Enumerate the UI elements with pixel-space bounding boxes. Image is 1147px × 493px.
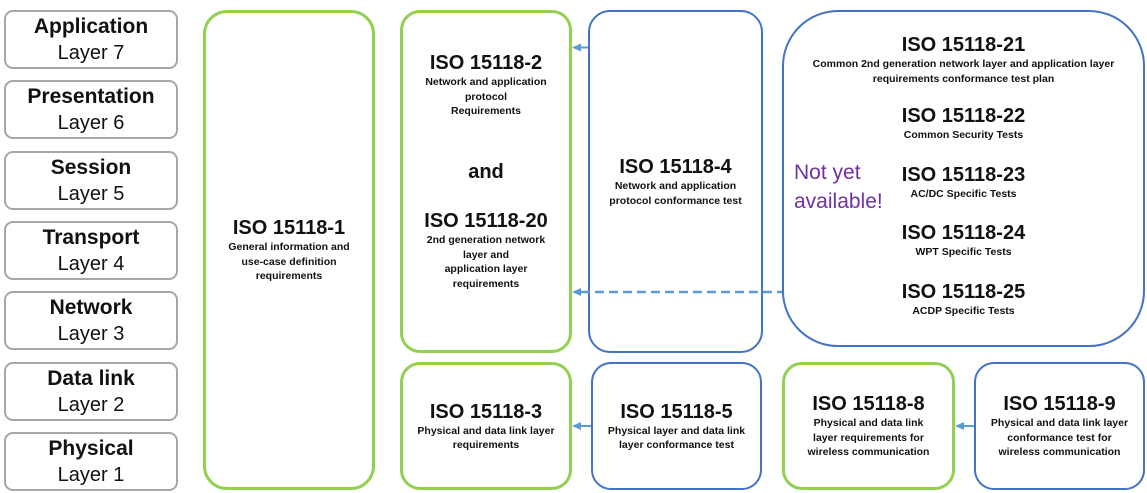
and-label: and <box>468 161 504 183</box>
iso-15118-2-title: ISO 15118-2 <box>429 52 543 74</box>
osi-layer-session: Session Layer 5 <box>4 151 178 210</box>
iso-15118-25-title: ISO 15118-25 <box>901 281 1026 303</box>
iso-15118-20-desc-line: layer and <box>462 248 510 261</box>
osi-layer-data-link: Data link Layer 2 <box>4 362 178 421</box>
iso-15118-20-desc-line: 2nd generation network <box>426 234 546 246</box>
osi-layer-name: Network <box>49 296 133 319</box>
iso-15118-1-title: ISO 15118-1 <box>232 217 346 240</box>
conformance-test-group-box: ISO 15118-21 Common 2nd generation netwo… <box>782 10 1145 347</box>
iso-15118-1-box: ISO 15118-1 General information and use-… <box>203 10 375 490</box>
osi-layer-name: Presentation <box>27 85 155 108</box>
osi-layer-number: Layer 7 <box>57 42 125 64</box>
arrow-9-to-8-head <box>955 422 964 430</box>
iso-15118-5-box: ISO 15118-5 Physical layer and data link… <box>591 362 762 490</box>
iso-15118-3-desc-line: requirements <box>452 439 520 451</box>
note-line: available! <box>794 190 883 213</box>
osi-layer-transport: Transport Layer 4 <box>4 221 178 280</box>
iso-15118-9-desc-line: conformance test for <box>1007 431 1112 444</box>
iso-15118-8-desc-line: wireless communication <box>807 446 930 459</box>
iso-15118-9-desc-line: Physical and data link layer <box>990 417 1129 430</box>
arrow-9-to-8-line <box>963 425 974 427</box>
osi-layer-number: Layer 1 <box>57 464 125 486</box>
iso-15118-4-title: ISO 15118-4 <box>619 156 732 178</box>
iso-15118-21-desc-line: Common 2nd generation network layer and … <box>812 58 1115 70</box>
osi-layer-number: Layer 2 <box>57 394 125 416</box>
iso-15118-20-desc-line: application layer <box>444 263 528 275</box>
iso-15118-2-desc-line: protocol <box>465 90 507 103</box>
iso-15118-25-desc-line: ACDP Specific Tests <box>912 305 1015 317</box>
arrow-group-to-20-head <box>572 288 581 296</box>
arrow-5-to-3-line <box>580 425 591 427</box>
iso-15118-8-desc-line: Physical and data link <box>813 417 924 430</box>
iso-15118-23-title: ISO 15118-23 <box>901 164 1026 186</box>
iso-15118-24-desc-line: WPT Specific Tests <box>915 246 1012 258</box>
iso-15118-8-desc-line: layer requirements for <box>813 431 924 444</box>
osi-layer-network: Network Layer 3 <box>4 291 178 350</box>
osi-layer-application: Application Layer 7 <box>4 10 178 69</box>
iso-15118-5-desc-line: Physical layer and data link <box>607 424 746 437</box>
iso-15118-3-desc-line: Physical and data link layer <box>417 424 555 437</box>
osi-layer-number: Layer 6 <box>57 112 125 134</box>
iso-15118-3-title: ISO 15118-3 <box>429 400 543 423</box>
arrow-4-to-2-head <box>572 43 581 52</box>
osi-layer-name: Application <box>33 15 149 38</box>
iso-15118-22-title: ISO 15118-22 <box>901 105 1026 127</box>
iso-15118-1-desc-line: General information and <box>228 241 350 254</box>
iso-15118-8-box: ISO 15118-8 Physical and data link layer… <box>782 362 955 490</box>
iso-15118-21-title: ISO 15118-21 <box>901 34 1026 56</box>
osi-layer-name: Data link <box>47 367 135 390</box>
arrow-5-to-3-head <box>572 422 581 430</box>
osi-layer-presentation: Presentation Layer 6 <box>4 80 178 139</box>
iso-15118-24-title: ISO 15118-24 <box>901 222 1026 244</box>
not-yet-available-note: Not yet available! <box>794 158 883 216</box>
iso-15118-9-box: ISO 15118-9 Physical and data link layer… <box>974 362 1145 490</box>
iso-15118-4-desc-line: Network and application <box>614 180 737 192</box>
iso-15118-2-desc-line: Network and application <box>425 76 547 88</box>
iso-15118-4-box: ISO 15118-4 Network and application prot… <box>588 10 763 353</box>
arrow-4-to-2-line <box>580 46 588 49</box>
iso-15118-20-title: ISO 15118-20 <box>424 210 548 232</box>
iso-15118-23-desc-line: AC/DC Specific Tests <box>910 188 1017 200</box>
iso-15118-21-desc-line: requirements conformance test plan <box>872 72 1055 85</box>
osi-layer-name: Session <box>50 156 132 179</box>
iso-15118-1-desc-line: use-case definition <box>241 255 337 268</box>
iso-15118-8-title: ISO 15118-8 <box>812 393 925 416</box>
iso-15118-4-desc-line: protocol conformance test <box>609 194 742 207</box>
osi-layer-name: Physical <box>48 437 134 460</box>
iso-15118-20-desc-line: requirements <box>452 277 520 290</box>
osi-layer-name: Transport <box>42 226 140 249</box>
note-line: Not yet <box>794 161 861 184</box>
iso-15118-22-desc-line: Common Security Tests <box>903 129 1024 141</box>
iso-15118-9-desc-line: wireless communication <box>998 446 1121 459</box>
osi-layer-number: Layer 4 <box>57 253 125 275</box>
osi-layer-number: Layer 5 <box>57 183 125 205</box>
iso-15118-2-desc-line: Requirements <box>450 105 522 117</box>
iso-15118-9-title: ISO 15118-9 <box>1003 393 1116 416</box>
iso-15118-2-and-20-box: ISO 15118-2 Network and application prot… <box>400 10 572 353</box>
iso-15118-3-box: ISO 15118-3 Physical and data link layer… <box>400 362 572 490</box>
iso-15118-5-title: ISO 15118-5 <box>620 400 733 423</box>
iso-15118-1-desc-line: requirements <box>255 270 323 283</box>
iso-15118-5-desc-line: layer conformance test <box>619 439 734 451</box>
osi-layer-physical: Physical Layer 1 <box>4 432 178 491</box>
osi-layer-number: Layer 3 <box>57 323 125 345</box>
